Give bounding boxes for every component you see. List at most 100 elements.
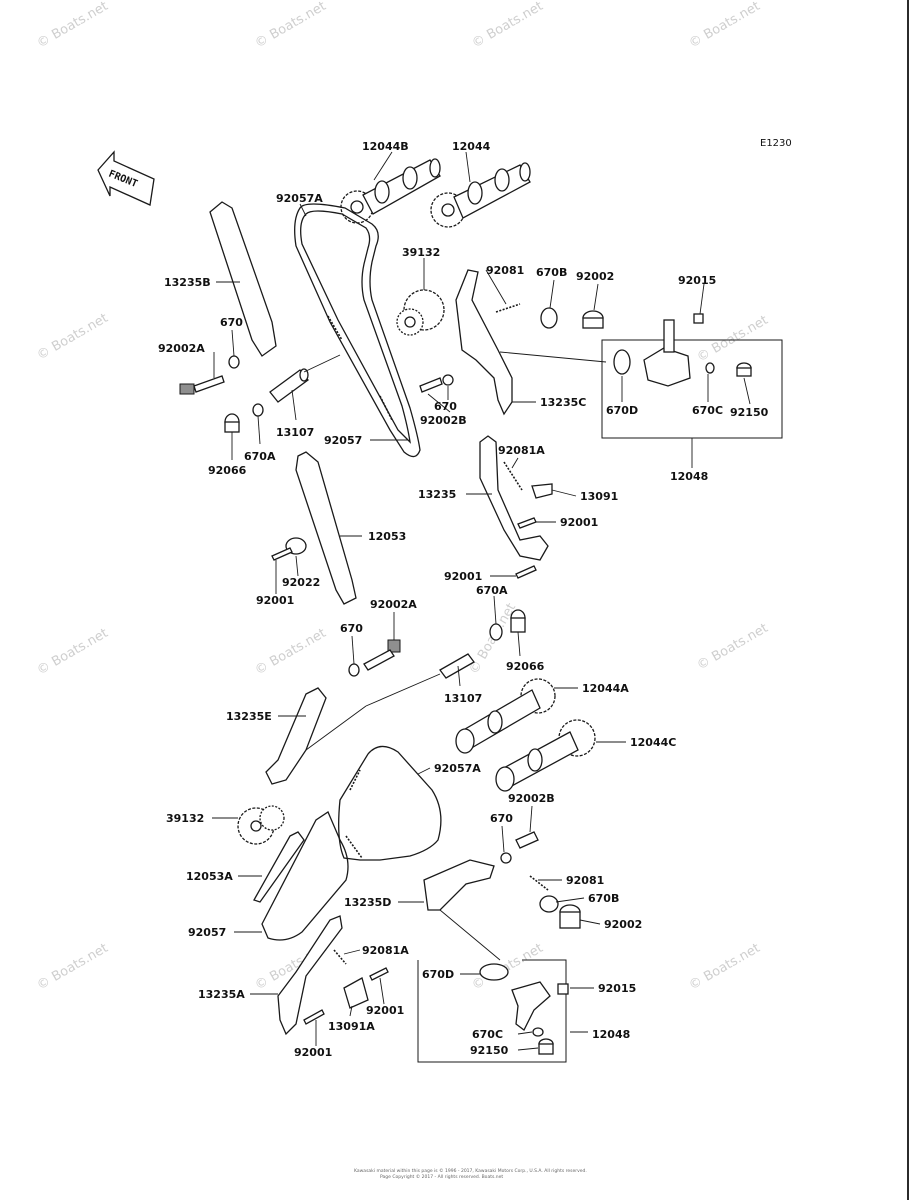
chain-links bbox=[327, 315, 343, 341]
plug-92002-upper bbox=[582, 310, 604, 329]
shaft-13107-mid bbox=[439, 653, 475, 679]
part-label: 13235 bbox=[418, 488, 456, 501]
bolt-92001-a bbox=[517, 517, 537, 529]
part-label: 13235D bbox=[344, 896, 391, 909]
watermark: © Boats.net bbox=[687, 0, 763, 51]
part-label: 39132 bbox=[402, 246, 440, 259]
part-label: 92015 bbox=[598, 982, 636, 995]
o-ring-670-upper bbox=[228, 355, 240, 369]
page-edge-border bbox=[907, 0, 909, 1200]
o-ring-670d-lower bbox=[479, 963, 509, 981]
part-label: 13235C bbox=[540, 396, 586, 409]
o-ring-670b-lower bbox=[539, 895, 559, 913]
part-label: 13235B bbox=[164, 276, 211, 289]
watermark: © Boats.net bbox=[470, 0, 546, 51]
part-label: 92002 bbox=[576, 270, 614, 283]
part-label: 92015 bbox=[678, 274, 716, 287]
part-label: 670 bbox=[434, 400, 457, 413]
part-label: 92022 bbox=[282, 576, 320, 589]
part-label: 13091A bbox=[328, 1020, 375, 1033]
part-label: 92081 bbox=[566, 874, 604, 887]
chain-guide-13235b bbox=[209, 201, 277, 357]
part-label: 12044C bbox=[630, 736, 676, 749]
o-ring-670c-lower bbox=[532, 1027, 544, 1037]
watermark: © Boats.net bbox=[253, 626, 329, 679]
cam-chain-92057a-upper-inner bbox=[300, 210, 411, 444]
watermark: © Boats.net bbox=[35, 311, 111, 364]
part-label: 12044 bbox=[452, 140, 491, 153]
part-label: 670D bbox=[606, 404, 638, 417]
part-label: 92001 bbox=[294, 1046, 332, 1059]
watermark: © Boats.net bbox=[695, 313, 771, 366]
idler-gear-39132-lower bbox=[237, 805, 285, 845]
o-ring-670d-upper bbox=[613, 349, 631, 375]
camshaft-12044 bbox=[430, 162, 531, 228]
cam-chain-92057a-lower bbox=[338, 745, 442, 861]
part-label: 92001 bbox=[560, 516, 598, 529]
part-label: 13235A bbox=[198, 988, 245, 1001]
part-labels: 12044B 12044 92057A 39132 13235B 670 920… bbox=[158, 140, 769, 1059]
part-label: 12044B bbox=[362, 140, 409, 153]
camshaft-12044c bbox=[495, 719, 596, 792]
part-label: 13107 bbox=[444, 692, 482, 705]
cap-92066-mid bbox=[510, 609, 526, 633]
bolt-92001-e bbox=[303, 1009, 325, 1025]
bolt-92001-left bbox=[271, 547, 293, 561]
bolt-92001-b bbox=[515, 565, 537, 579]
part-label: 13091 bbox=[580, 490, 618, 503]
chain-links bbox=[345, 835, 363, 859]
part-label: 92002A bbox=[370, 598, 417, 611]
part-label: 670B bbox=[588, 892, 619, 905]
part-label: 670A bbox=[476, 584, 508, 597]
collar-13091 bbox=[531, 483, 553, 499]
watermark: © Boats.net bbox=[253, 0, 329, 51]
leader-lines bbox=[212, 151, 751, 1051]
footer-page-copyright: Page Copyright © 2017 - All rights reser… bbox=[380, 1173, 503, 1180]
shaft-13107 bbox=[269, 368, 309, 403]
bolt-92002a-upper bbox=[179, 375, 225, 395]
footer-copyright: Kawasaki material within this page is © … bbox=[354, 1167, 587, 1174]
watermark: © Boats.net bbox=[35, 626, 111, 679]
bolt-92001-d bbox=[369, 967, 389, 981]
part-label: 92057 bbox=[188, 926, 226, 939]
part-label: 92057 bbox=[324, 434, 362, 447]
plug-92002-lower bbox=[559, 904, 581, 929]
chain-guide-13235 bbox=[479, 435, 549, 561]
part-label: 92002 bbox=[604, 918, 642, 931]
o-ring-670-lower bbox=[348, 663, 360, 677]
part-label: 92066 bbox=[506, 660, 545, 673]
o-ring-670c-upper bbox=[705, 362, 715, 374]
part-label: 92002B bbox=[420, 414, 467, 427]
part-label: 670B bbox=[536, 266, 567, 279]
cam-chain-92057a-upper bbox=[294, 203, 421, 458]
part-label: 92081 bbox=[486, 264, 524, 277]
part-label: 12044A bbox=[582, 682, 629, 695]
part-label: 92002A bbox=[158, 342, 205, 355]
bolt-92002b-upper bbox=[419, 377, 443, 393]
o-ring-670-bottom bbox=[500, 852, 512, 864]
o-ring-670a-upper bbox=[252, 403, 264, 417]
camshaft-12044b bbox=[340, 158, 441, 224]
chain-guide-12053 bbox=[295, 451, 357, 605]
part-label: 670 bbox=[220, 316, 243, 329]
part-label: 39132 bbox=[166, 812, 204, 825]
tensioner-arm-13235c bbox=[455, 269, 513, 416]
chain-guide-13235e bbox=[265, 687, 327, 785]
part-label: 12053A bbox=[186, 870, 233, 883]
spring-92081-lower bbox=[529, 875, 549, 891]
part-label: 13235E bbox=[226, 710, 272, 723]
part-label: 92002B bbox=[508, 792, 555, 805]
o-ring-670-mid bbox=[442, 374, 454, 386]
tensioner-12048-body-lower bbox=[511, 981, 551, 1031]
part-label: 670D bbox=[422, 968, 454, 981]
cam-chain-92057-lower bbox=[261, 811, 349, 941]
chain-guide-12053a bbox=[253, 831, 305, 903]
part-label: 92081A bbox=[498, 444, 545, 457]
bolt-92002b-lower bbox=[515, 831, 539, 849]
part-label: 12053 bbox=[368, 530, 406, 543]
plug-92150-upper bbox=[736, 362, 752, 377]
part-label: 92081A bbox=[362, 944, 409, 957]
o-ring-670b-upper bbox=[540, 307, 558, 329]
bolt-92015-lower bbox=[557, 983, 569, 995]
